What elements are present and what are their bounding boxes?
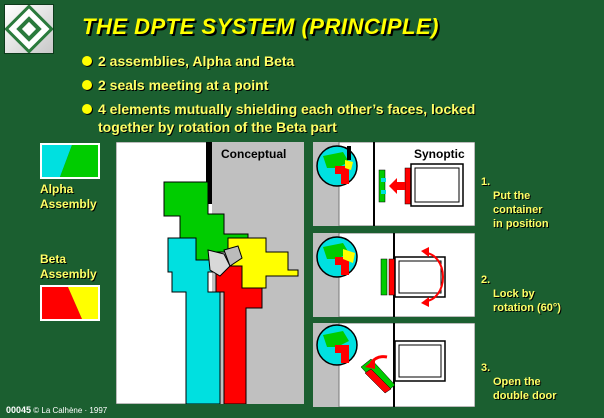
beta-legend-swatch — [40, 285, 100, 321]
bullet-item: 4 elements mutually shielding each other… — [82, 101, 475, 117]
bullet-dot-icon — [82, 80, 92, 91]
bullet-dot-icon — [82, 104, 92, 115]
bullet-item: 2 seals meeting at a point — [82, 77, 268, 93]
alpha-legend-swatch — [40, 143, 100, 179]
synoptic-step-3-diagram — [313, 323, 475, 407]
company-logo-icon — [4, 4, 54, 54]
step-1-label: 1.Put the container in position — [481, 176, 549, 230]
rotation-arrow-icon — [424, 252, 444, 302]
bullet-item-continuation: together by rotation of the Beta part — [98, 119, 337, 135]
copyright: © La Calhène · 1997 — [33, 406, 108, 415]
conceptual-panel-title: Conceptual — [221, 147, 287, 161]
synoptic-step-2-diagram — [313, 233, 475, 317]
slide-code: 00045 — [6, 405, 32, 415]
bullet-dot-icon — [82, 56, 92, 67]
synoptic-panel-title: Synoptic — [414, 147, 465, 161]
footer: 00045 © La Calhène · 1997 — [6, 405, 107, 415]
synoptic-step-1-diagram — [313, 142, 475, 226]
conceptual-diagram — [116, 142, 304, 404]
step-2-label: 2.Lock by rotation (60°) — [481, 274, 561, 314]
red-arrow-icon — [365, 359, 375, 369]
bullet-item: 2 assemblies, Alpha and Beta — [82, 53, 294, 69]
page-title: THE DPTE SYSTEM (PRINCIPLE) — [82, 14, 439, 39]
red-arrow-icon — [389, 178, 405, 194]
step-3-label: 3.Open the double door — [481, 362, 557, 402]
